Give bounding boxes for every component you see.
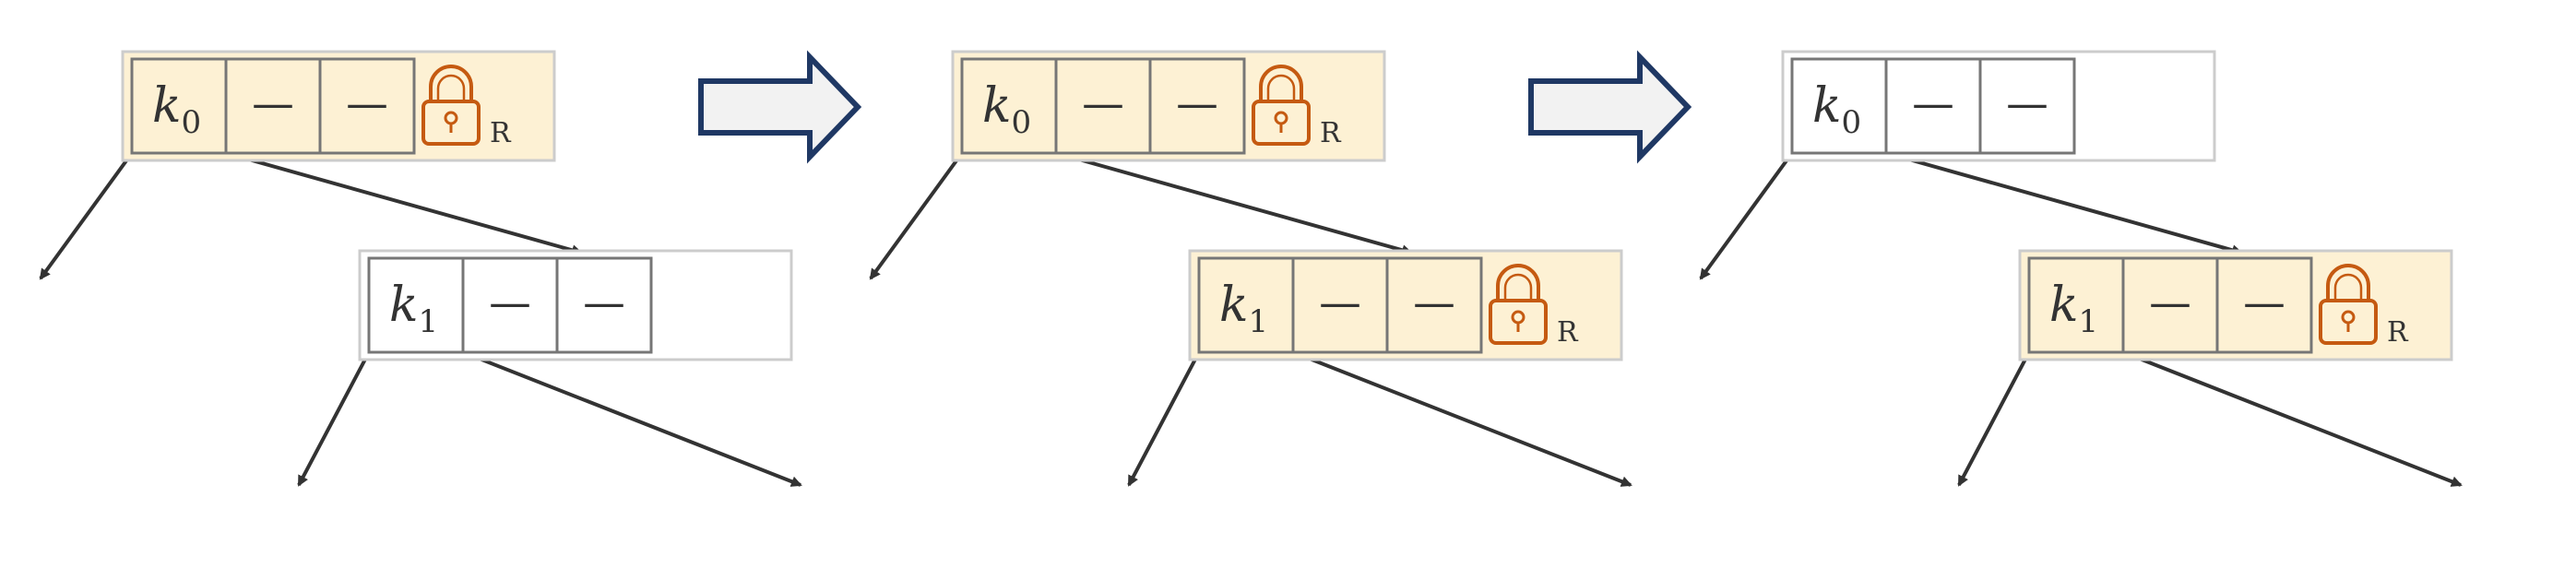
slot-cell	[1148, 57, 1246, 155]
node-background	[121, 50, 556, 162]
key-label: k0	[982, 78, 1031, 141]
slot-value: —	[2149, 278, 2191, 327]
slot-cell	[318, 57, 416, 155]
slot-value: —	[252, 78, 294, 128]
slot-value: —	[1413, 278, 1455, 327]
slot-value: —	[1912, 78, 1954, 128]
padlock-shackle	[1259, 65, 1303, 103]
slot-value: —	[1082, 78, 1124, 128]
root-node: k0 — —	[1781, 50, 2216, 162]
stage-2: k0——Rk1——R	[869, 50, 1632, 487]
root-node: k0 — — R	[121, 50, 556, 162]
key-letter: k	[2049, 278, 2079, 333]
child-right-edge	[1292, 350, 1632, 487]
node-background	[951, 50, 1386, 162]
root-left-edge	[1699, 151, 1794, 280]
stage-3: k0——k1——R	[1699, 50, 2463, 487]
padlock-shackle-inner	[1503, 273, 1533, 302]
lock-mode-label: R	[1320, 117, 1342, 149]
lock-mode-label: R	[490, 117, 512, 149]
padlock-shackle-inner	[436, 74, 466, 103]
slot-value: —	[1319, 278, 1361, 327]
padlock-icon	[421, 65, 481, 146]
key-letter: k	[1812, 78, 1842, 134]
key-subscript: 1	[2079, 303, 2099, 340]
key-label: k0	[1812, 78, 1861, 141]
node-background	[1781, 50, 2216, 162]
key-subscript: 0	[1012, 104, 1032, 141]
key-label: k1	[2049, 278, 2098, 340]
right-arrow-icon	[698, 50, 862, 164]
node-background	[358, 249, 793, 361]
child-left-edge	[1957, 351, 2031, 487]
slot-value: —	[2006, 78, 2048, 128]
child-left-edge	[297, 351, 371, 487]
key-subscript: 1	[419, 303, 439, 340]
key-label: k1	[389, 278, 438, 340]
key-subscript: 1	[1249, 303, 1269, 340]
slot-cell	[1385, 256, 1483, 354]
lock-mode-label: R	[1557, 316, 1579, 349]
padlock-shackle	[1496, 264, 1540, 302]
stage-1: k0——Rk1——	[39, 50, 802, 487]
padlock-body	[2319, 299, 2378, 345]
child-right-edge	[462, 350, 802, 487]
slot-cell	[555, 256, 653, 354]
key-subscript: 0	[182, 104, 202, 141]
right-arrow-icon	[1528, 50, 1692, 164]
padlock-body	[1489, 299, 1548, 345]
root-node: k0 — — R	[951, 50, 1386, 162]
key-subscript: 0	[1842, 104, 1862, 141]
root-to-child-edge	[1885, 151, 2243, 256]
key-label: k1	[1219, 278, 1268, 340]
key-letter: k	[982, 78, 1012, 134]
padlock-shackle	[429, 65, 473, 103]
slot-cell	[2215, 256, 2313, 354]
padlock-icon	[2319, 264, 2378, 345]
slot-value: —	[489, 278, 531, 327]
padlock-body	[421, 100, 481, 146]
key-letter: k	[152, 78, 182, 134]
child-node: k1 — — R	[2018, 249, 2453, 361]
slot-value: —	[2243, 278, 2285, 327]
root-to-child-edge	[1055, 151, 1413, 256]
padlock-body	[1252, 100, 1311, 146]
node-background	[1188, 249, 1623, 361]
slot-value: —	[583, 278, 625, 327]
root-left-edge	[39, 151, 134, 280]
child-node: k1 — —	[358, 249, 793, 361]
slot-cell	[1978, 57, 2076, 155]
slot-value: —	[346, 78, 388, 128]
root-left-edge	[869, 151, 964, 280]
lock-mode-label: R	[2387, 316, 2409, 349]
child-right-edge	[2122, 350, 2463, 487]
padlock-shackle	[2326, 264, 2370, 302]
padlock-shackle-inner	[1266, 74, 1296, 103]
child-node: k1 — — R	[1188, 249, 1623, 361]
child-left-edge	[1127, 351, 1201, 487]
padlock-icon	[1489, 264, 1548, 345]
key-letter: k	[389, 278, 419, 333]
padlock-shackle-inner	[2333, 273, 2363, 302]
padlock-icon	[1252, 65, 1311, 146]
node-background	[2018, 249, 2453, 361]
key-letter: k	[1219, 278, 1249, 333]
root-to-child-edge	[225, 151, 583, 256]
key-label: k0	[152, 78, 201, 141]
slot-value: —	[1176, 78, 1218, 128]
